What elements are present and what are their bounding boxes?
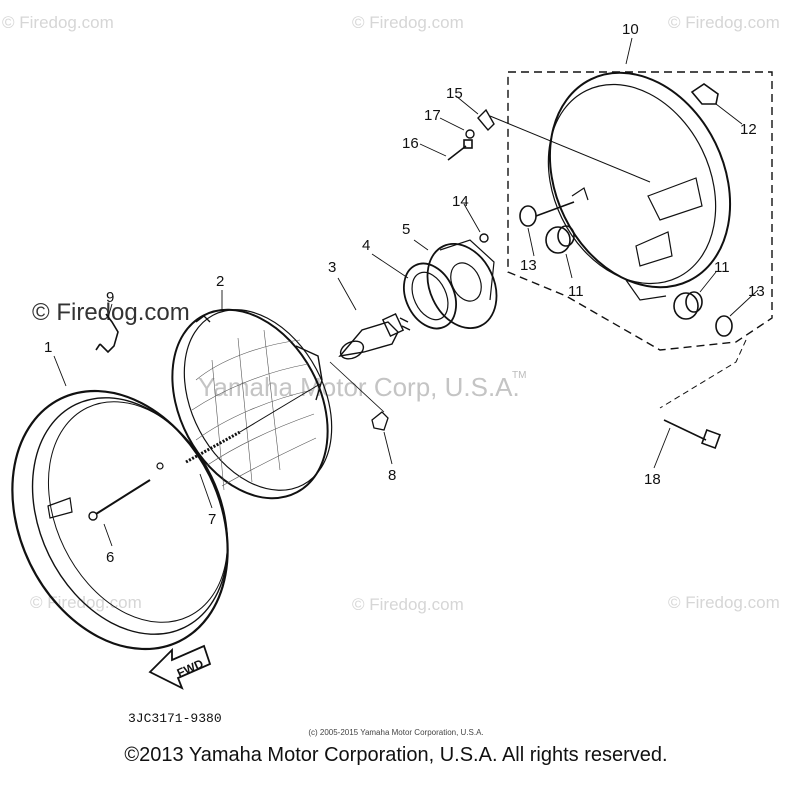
label-part-14: 14 [452,193,469,210]
part-3-bulb [338,312,411,360]
label-part-1: 1 [44,339,52,356]
label-part-3: 3 [328,259,336,276]
part-11-grommet-a [545,225,575,254]
part-6-bolt [88,479,151,521]
part-9-clip [95,313,119,354]
watermark: © Firedog.com [668,593,780,612]
label-part-17: 17 [424,107,441,124]
watermark: © Firedog.com [668,13,780,32]
watermark: © Firedog.com [352,595,464,614]
label-part-5: 5 [402,221,410,238]
part-15-plate [477,108,495,132]
part-14-nut [479,233,489,243]
part-13-collar-b [715,315,733,337]
part-12-bracket [690,83,719,105]
label-part-15: 15 [446,85,463,102]
fwd-arrow: FWD [148,644,212,690]
part-4-socket-ring [403,262,457,330]
label-part-9: 9 [106,289,114,306]
part-2-lens-unit [171,308,333,500]
label-part-8: 8 [388,467,396,484]
part-7-adjust-spring [185,383,321,464]
watermark: © Firedog.com [2,13,114,32]
small-copyright: (c) 2005-2015 Yamaha Motor Corporation, … [308,728,484,737]
label-part-11a: 11 [568,283,584,300]
label-part-2: 2 [216,273,224,290]
label-part-6: 6 [106,549,114,566]
label-part-7: 7 [208,511,216,528]
assembly-dashed-outline [507,71,773,351]
label-part-13a: 13 [520,257,537,274]
label-part-16: 16 [402,135,419,152]
part-18-bolt [659,339,747,449]
footer-copyright: ©2013 Yamaha Motor Corporation, U.S.A. A… [124,744,668,766]
label-part-11b: 11 [714,259,730,276]
part-8-nut [329,361,389,431]
part-13-collar-a [519,201,575,227]
label-part-13b: 13 [748,283,765,300]
part-1-headlight-rim [11,389,229,651]
watermark-yamaha: Yamaha Motor Corp, U.S.A. [198,372,520,402]
part-16-screw [447,139,473,161]
label-part-18: 18 [644,471,661,488]
watermark: © Firedog.com [30,593,142,612]
part-11-grommet-b [673,291,703,320]
part-5-socket-cover [426,239,498,330]
part-10-headlight-case [489,71,732,301]
watermark: © Firedog.com [352,13,464,32]
label-part-10: 10 [622,21,639,38]
diagram-code: 3JC3171-9380 [128,711,222,726]
leader-lines [53,37,759,547]
label-part-12: 12 [740,121,757,138]
watermark-tm: TM [512,370,526,381]
part-17-washer [465,129,475,139]
label-part-4: 4 [362,237,370,254]
